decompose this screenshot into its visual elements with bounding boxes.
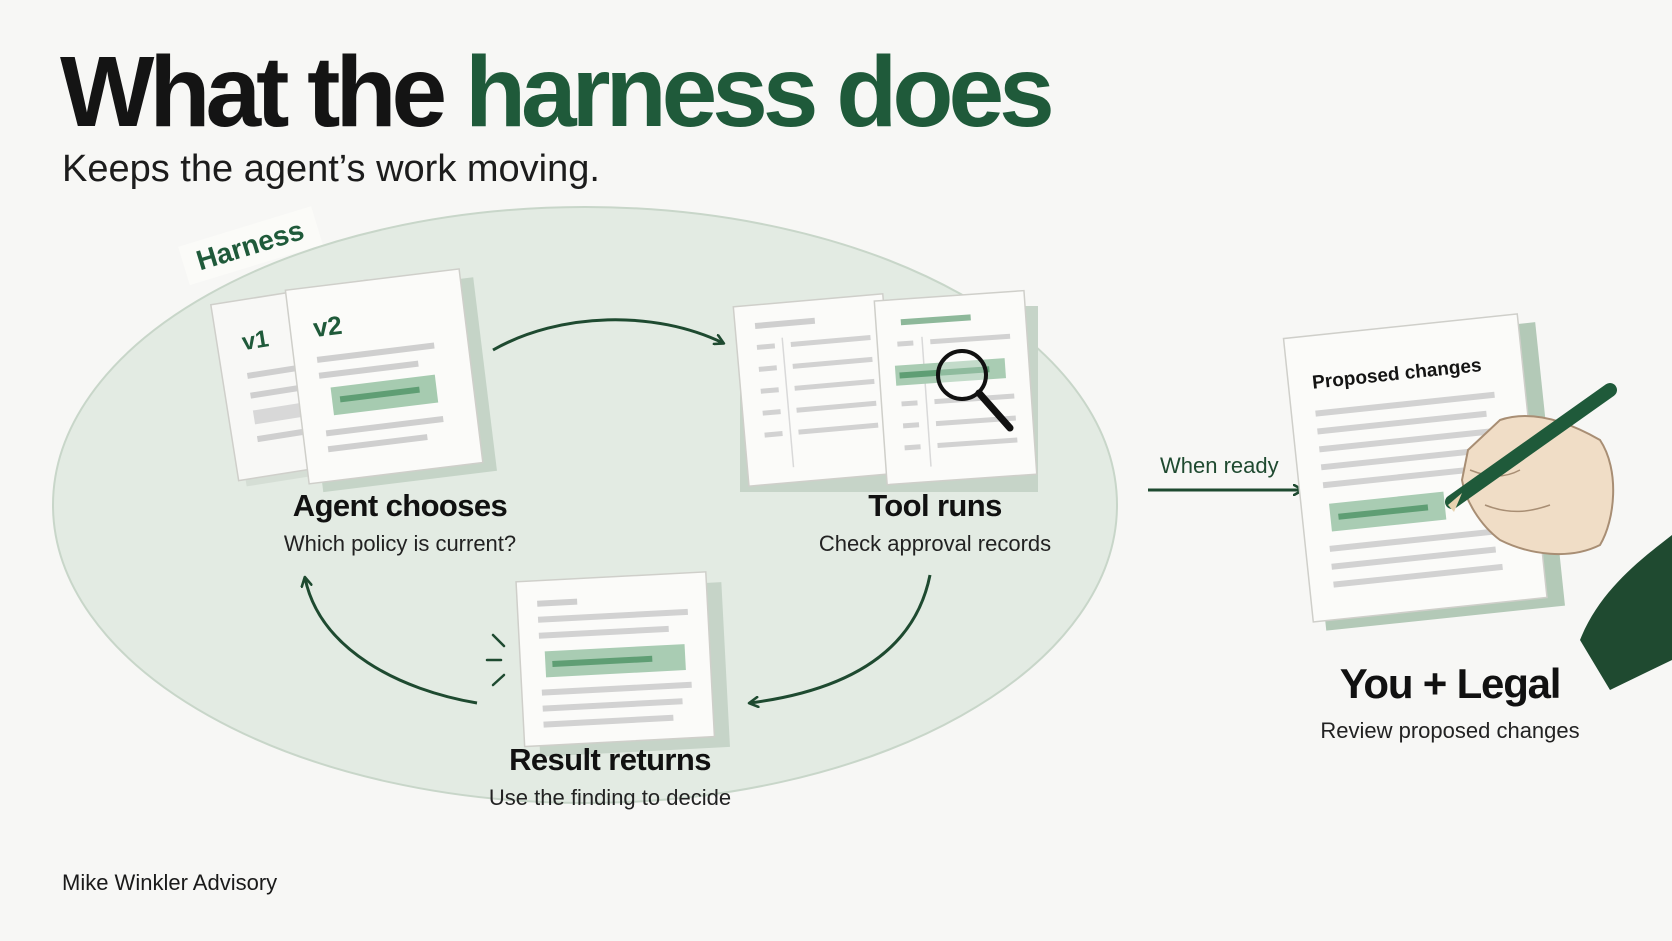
step-tool-runs-head: Tool runs [868,488,1002,523]
title-accent: harness does [464,36,1055,148]
step-result-returns-sub: Use the finding to decide [488,785,732,810]
magnifier-icon [936,349,988,401]
arrow-tool-to-result [750,574,932,703]
hand-with-pen-icon [1445,383,1672,690]
step-tool-runs-sub: Check approval records [818,531,1052,556]
step-result-returns: Result returns Use the finding to decide [410,742,810,811]
arrow-choose-to-tool [492,318,723,352]
step-agent-chooses-head: Agent chooses [292,488,508,523]
doc-label-v1: v1 [240,325,271,356]
handoff-label: When ready [1160,453,1279,478]
doc-label-v2: v2 [311,310,343,343]
handoff-sub: Review proposed changes [1320,718,1580,743]
page-title: What the harness does [60,40,1055,145]
result-document-illustration [485,571,730,757]
records-book-illustration [732,289,1038,492]
step-agent-chooses: Agent chooses Which policy is current? [200,488,600,557]
title-lead: What the [60,36,447,148]
handoff-head: You + Legal [1339,660,1562,707]
handoff-you-legal: You + Legal Review proposed changes [1250,660,1650,744]
page-subtitle: Keeps the agent’s work moving. [62,148,600,190]
result-sparkle-icon [485,633,506,687]
step-tool-runs: Tool runs Check approval records [735,488,1135,557]
footer-brand: Mike Winkler Advisory [62,870,278,895]
step-agent-chooses-sub: Which policy is current? [283,531,517,556]
policy-versions-illustration: v1 v2 [209,268,497,493]
arrow-result-to-choose [305,578,478,705]
step-result-returns-head: Result returns [509,742,711,777]
proposed-changes-illustration: Proposed changes [1282,313,1672,690]
